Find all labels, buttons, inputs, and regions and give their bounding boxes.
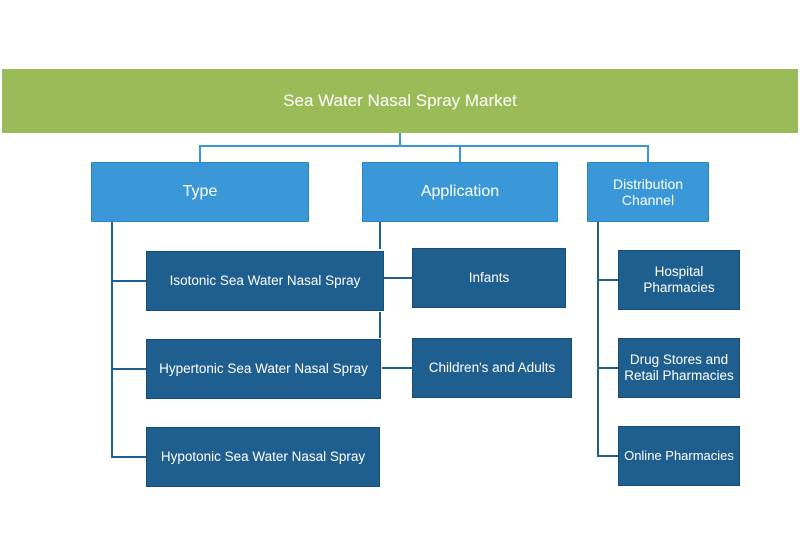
leaf-childrens-and-adults: Children's and Adults [412, 338, 572, 398]
connector-application-infants [384, 277, 412, 279]
leaf-hospital-pharmacies: Hospital Pharmacies [618, 250, 740, 310]
category-type: Type [91, 162, 309, 222]
category-distribution-channel: Distribution Channel [587, 162, 709, 222]
category-application: Application [362, 162, 558, 222]
connector-type-trunk [111, 222, 113, 457]
connector-distribution-online [597, 455, 618, 457]
leaf-hypertonic: Hypertonic Sea Water Nasal Spray [146, 339, 381, 399]
connector-type-isotonic [111, 280, 146, 282]
connector-application-trunk-top [379, 222, 381, 249]
connector-to-type [199, 145, 201, 162]
leaf-drug-stores-retail: Drug Stores and Retail Pharmacies [618, 338, 740, 398]
leaf-hypotonic: Hypotonic Sea Water Nasal Spray [146, 427, 380, 487]
connector-root-stem [399, 133, 401, 146]
leaf-online-pharmacies: Online Pharmacies [618, 426, 740, 486]
leaf-isotonic: Isotonic Sea Water Nasal Spray [146, 251, 384, 311]
connector-to-application [459, 145, 461, 162]
connector-application-trunk-mid [379, 312, 381, 338]
connector-type-hypotonic [111, 456, 146, 458]
connector-distribution-hospital [597, 279, 618, 281]
connector-application-children [382, 367, 412, 369]
connector-distribution-drugstores [597, 367, 618, 369]
connector-to-distribution [647, 145, 649, 162]
root-node: Sea Water Nasal Spray Market [2, 69, 798, 133]
connector-distribution-trunk [597, 222, 599, 457]
connector-type-hypertonic [111, 368, 146, 370]
leaf-infants: Infants [412, 248, 566, 308]
connector-root-bar [199, 145, 649, 147]
